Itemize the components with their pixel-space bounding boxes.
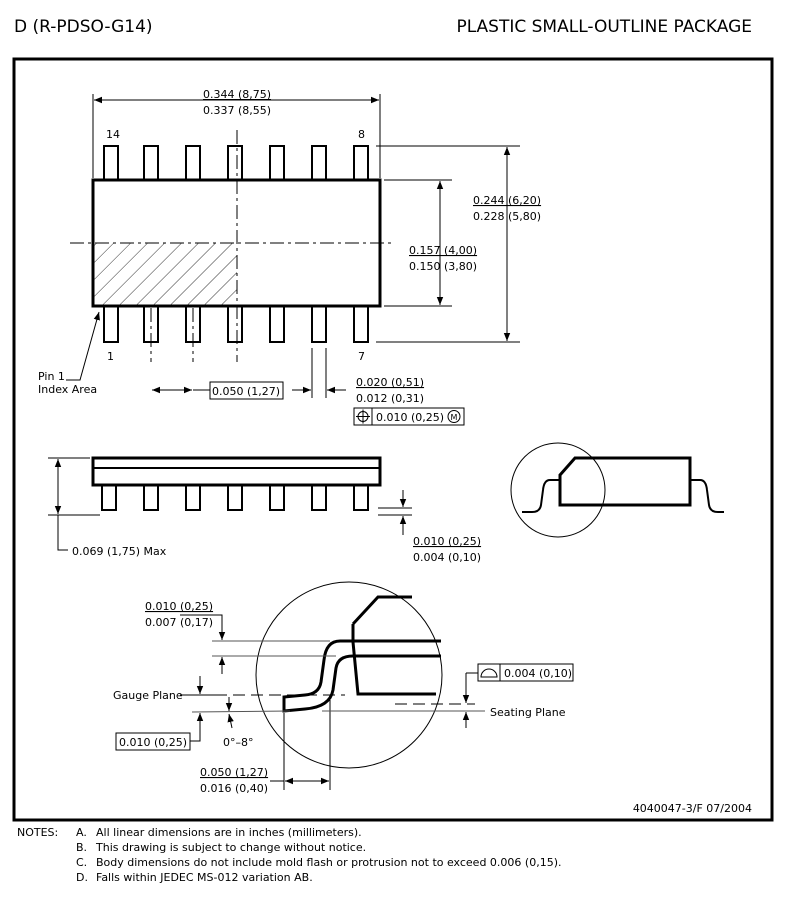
length-min: 0.337 (8,55) xyxy=(203,104,271,117)
mmc-icon xyxy=(447,410,461,423)
detail-view: 0.010 (0,25) 0.007 (0,17) Gauge Plane 0.… xyxy=(113,581,574,795)
pin1-label: Pin 1 xyxy=(38,370,65,383)
side-body xyxy=(91,456,382,487)
package-code: D (R-PDSO-G14) xyxy=(14,17,153,37)
lead-thickness-min: 0.007 (0,17) xyxy=(145,616,213,629)
notes: NOTES: A. All linear dimensions are in i… xyxy=(17,826,562,884)
drawing-number: 4040047-3/F 07/2004 xyxy=(633,802,752,815)
lead-thickness-max: 0.010 (0,25) xyxy=(145,600,213,613)
detail-callout-circle xyxy=(510,442,606,538)
drawing-frame xyxy=(12,57,774,822)
note-text: This drawing is subject to change withou… xyxy=(95,841,366,854)
seating-plane-label: Seating Plane xyxy=(490,706,566,719)
gauge-plane-label: Gauge Plane xyxy=(113,689,183,702)
length-max: 0.344 (8,75) xyxy=(203,88,271,101)
angle-range: 0°–8° xyxy=(223,736,254,749)
body-width-max: 0.157 (4,00) xyxy=(409,244,477,257)
top-view: 14 8 1 7 0.344 (8,75) 0.337 (8,55) 0.244… xyxy=(38,88,541,426)
coplanarity-frame xyxy=(477,663,574,682)
top-pins xyxy=(103,145,369,181)
pin-label-7: 7 xyxy=(358,350,365,363)
note-letter: B. xyxy=(76,841,87,854)
end-view-body xyxy=(558,456,692,507)
pin-label-14: 14 xyxy=(106,128,120,141)
package-name: PLASTIC SMALL-OUTLINE PACKAGE xyxy=(456,17,752,37)
pin1-label-2: Index Area xyxy=(38,383,97,396)
note-letter: D. xyxy=(76,871,88,884)
position-tolerance-frame xyxy=(353,407,465,426)
bottom-pins xyxy=(103,305,369,343)
foot-length-max: 0.050 (1,27) xyxy=(200,766,268,779)
note-text: Falls within JEDEC MS-012 variation AB. xyxy=(96,871,313,884)
pin-label-8: 8 xyxy=(358,128,365,141)
pin-label-1: 1 xyxy=(107,350,114,363)
width-max: 0.244 (6,20) xyxy=(473,194,541,207)
lead-width-max: 0.020 (0,51) xyxy=(356,376,424,389)
detail-circle xyxy=(255,581,443,769)
mmc-modifier: M xyxy=(451,413,458,422)
gull-wing-lead xyxy=(282,639,354,713)
width-min: 0.228 (5,80) xyxy=(473,210,541,223)
note-text: All linear dimensions are in inches (mil… xyxy=(96,826,362,839)
note-text: Body dimensions do not include mold flas… xyxy=(96,856,562,869)
profile-icon xyxy=(480,668,498,678)
body-width-min: 0.150 (3,80) xyxy=(409,260,477,273)
pitch-value: 0.050 (1,27) xyxy=(212,385,280,398)
height-max: 0.069 (1,75) Max xyxy=(72,545,167,558)
notes-heading: NOTES: xyxy=(17,826,58,839)
coplanarity: 0.004 (0,10) xyxy=(504,667,572,680)
note-letter: C. xyxy=(76,856,87,869)
lead-width-min: 0.012 (0,31) xyxy=(356,392,424,405)
position-icon xyxy=(356,409,370,424)
gauge-height: 0.010 (0,25) xyxy=(119,736,187,749)
standoff-min: 0.004 (0,10) xyxy=(413,551,481,564)
note-letter: A. xyxy=(76,826,87,839)
position-tolerance: 0.010 (0,25) xyxy=(376,411,444,424)
standoff-max: 0.010 (0,25) xyxy=(413,535,481,548)
pin1-index-area xyxy=(93,243,237,306)
foot-length-min: 0.016 (0,40) xyxy=(200,782,268,795)
side-view: 0.069 (1,75) Max 0.010 (0,25) 0.004 (0,1… xyxy=(48,442,724,564)
